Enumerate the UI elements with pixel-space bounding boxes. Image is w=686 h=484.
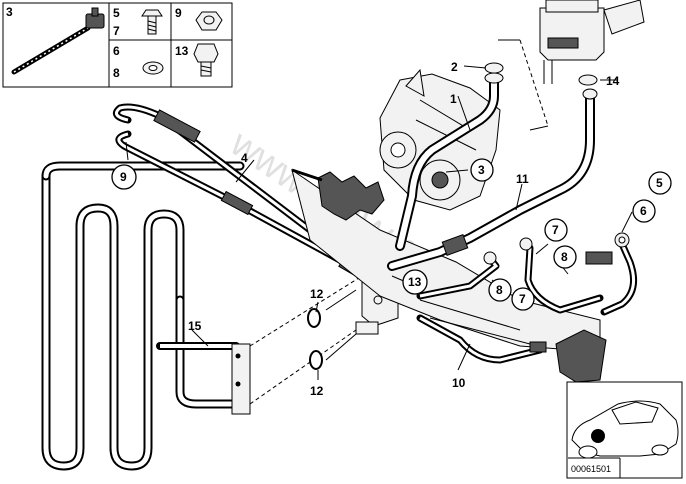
callout-8a-circle bbox=[553, 245, 577, 269]
suction-hose bbox=[395, 62, 504, 251]
callout-12a: 12 bbox=[310, 287, 324, 301]
fluid-reservoir bbox=[498, 0, 645, 131]
callout-7b: 7 bbox=[519, 292, 526, 306]
callout-14: 14 bbox=[606, 74, 620, 88]
inset-label-3: 3 bbox=[6, 5, 13, 19]
location-marker bbox=[591, 429, 605, 443]
inset-label-8: 8 bbox=[113, 66, 120, 80]
inset-label-13: 13 bbox=[175, 44, 189, 58]
callout-2: 2 bbox=[451, 60, 458, 74]
bolt-icon bbox=[141, 9, 163, 35]
callout-13-circle bbox=[402, 269, 428, 295]
callout-3: 3 bbox=[478, 163, 485, 177]
inset-label-7: 7 bbox=[113, 24, 120, 38]
callout-7a: 7 bbox=[552, 223, 559, 237]
callout-8b: 8 bbox=[496, 283, 503, 297]
callout-12b: 12 bbox=[310, 384, 324, 398]
hardware-inset: 3 5 7 9 6 8 13 bbox=[2, 2, 233, 88]
callout-1: 1 bbox=[450, 92, 457, 106]
callout-13: 13 bbox=[408, 275, 422, 289]
car-icon bbox=[571, 400, 679, 459]
inset-label-5: 5 bbox=[113, 6, 120, 20]
callout-8a: 8 bbox=[561, 250, 568, 264]
callout-5-circle bbox=[648, 171, 672, 195]
callout-7a-circle bbox=[544, 218, 568, 242]
oil-cooler bbox=[41, 161, 251, 471]
callout-8b-circle bbox=[488, 278, 512, 302]
washer-icon bbox=[142, 61, 164, 75]
car-locator-inset: 00061501 bbox=[566, 381, 683, 479]
callout-5: 5 bbox=[656, 176, 663, 190]
callout-6: 6 bbox=[640, 204, 647, 218]
callout-15: 15 bbox=[188, 319, 202, 333]
pressure-hose bbox=[387, 74, 598, 271]
hex-bolt-icon bbox=[193, 43, 219, 77]
callout-labels: 1 2 3 4 5 6 7 8 8 7 9 10 11 12 12 13 14 … bbox=[111, 60, 672, 398]
inset-label-9: 9 bbox=[175, 6, 182, 20]
feed-lines bbox=[416, 211, 638, 364]
return-line bbox=[112, 103, 384, 286]
callout-9: 9 bbox=[120, 170, 127, 184]
callout-9-circle bbox=[111, 164, 137, 190]
callout-4: 4 bbox=[241, 151, 248, 165]
callout-10: 10 bbox=[452, 376, 466, 390]
callout-6-circle bbox=[632, 199, 656, 223]
callout-11: 11 bbox=[516, 172, 529, 186]
diagram-code: 00061501 bbox=[571, 464, 611, 474]
cable-strap-icon bbox=[11, 7, 105, 75]
callout-3-circle bbox=[470, 158, 494, 182]
inset-label-6: 6 bbox=[113, 44, 120, 58]
leader-lines bbox=[125, 65, 618, 380]
nut-icon bbox=[195, 11, 223, 31]
callout-7b-circle bbox=[511, 287, 535, 311]
